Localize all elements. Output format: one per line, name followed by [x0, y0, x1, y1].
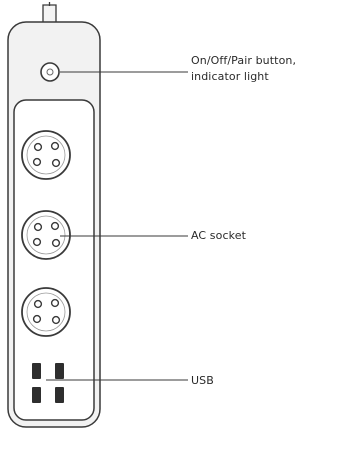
usb-port-2	[55, 363, 64, 379]
usb-port-4	[55, 387, 64, 403]
power-button-icon[interactable]	[40, 62, 60, 82]
usb-port-1	[32, 363, 41, 379]
callout-label-ac-socket: AC socket	[191, 228, 246, 244]
callout-label-usb: USB	[191, 373, 214, 389]
callout-label-usb-text: USB	[191, 374, 214, 387]
callout-label-button-line2: indicator light	[191, 70, 269, 83]
usb-port-3	[32, 387, 41, 403]
callout-label-button-line1: On/Off/Pair button,	[191, 54, 297, 67]
usb-ports	[32, 363, 64, 403]
power-cable	[42, 2, 57, 25]
callout-label-button: On/Off/Pair button, indicator light	[191, 53, 296, 85]
callout-label-ac-socket-text: AC socket	[191, 229, 246, 242]
ac-socket-3	[21, 287, 71, 337]
ac-socket-2	[21, 210, 71, 260]
ac-socket-1	[21, 130, 71, 180]
socket-panel	[13, 99, 95, 421]
